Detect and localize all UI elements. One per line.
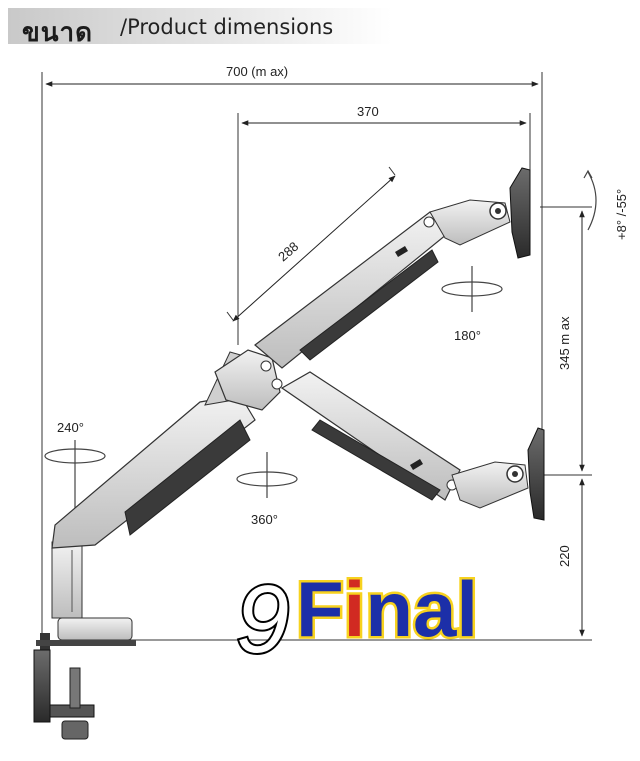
dimension-arrows — [45, 81, 585, 637]
height-range-label: 345 m ax — [557, 316, 572, 370]
reach-label: 370 — [357, 104, 379, 119]
brand-word-i: i — [344, 565, 366, 653]
tilt-label: +8° /-55° — [614, 189, 629, 240]
swivel-head-icon — [441, 266, 503, 312]
rotation-mid-icon — [236, 452, 298, 498]
elbow-joint — [214, 349, 283, 411]
brand-word-f: F — [296, 565, 344, 653]
total-width-label: 700 (m ax) — [226, 64, 288, 79]
upper-arm-lowered — [280, 371, 461, 501]
rotation-base-icon — [44, 440, 106, 508]
brand-word-rest: nal — [365, 565, 478, 653]
tilt-icon — [583, 169, 597, 231]
brand-logo: 9 Final — [234, 563, 481, 676]
base-height-label: 220 — [557, 545, 572, 567]
header-bar: ขนาด /Product dimensions — [8, 8, 392, 48]
monitor-head-raised — [429, 167, 531, 259]
header-thai-label: ขนาด — [22, 18, 94, 48]
brand-digit: 9 — [236, 566, 289, 673]
desk-clamp — [33, 617, 136, 740]
rotation-base-label: 240° — [57, 420, 84, 435]
arm-length-label: 288 — [275, 239, 301, 265]
monitor-head-lowered — [451, 427, 545, 521]
pole — [51, 541, 83, 619]
upper-arm-raised — [254, 211, 453, 369]
header-title: /Product dimensions — [120, 15, 334, 39]
swivel-head-label: 180° — [454, 328, 481, 343]
rotation-mid-label: 360° — [251, 512, 278, 527]
brand-word: Final — [296, 565, 478, 653]
dimension-lines — [41, 72, 592, 641]
